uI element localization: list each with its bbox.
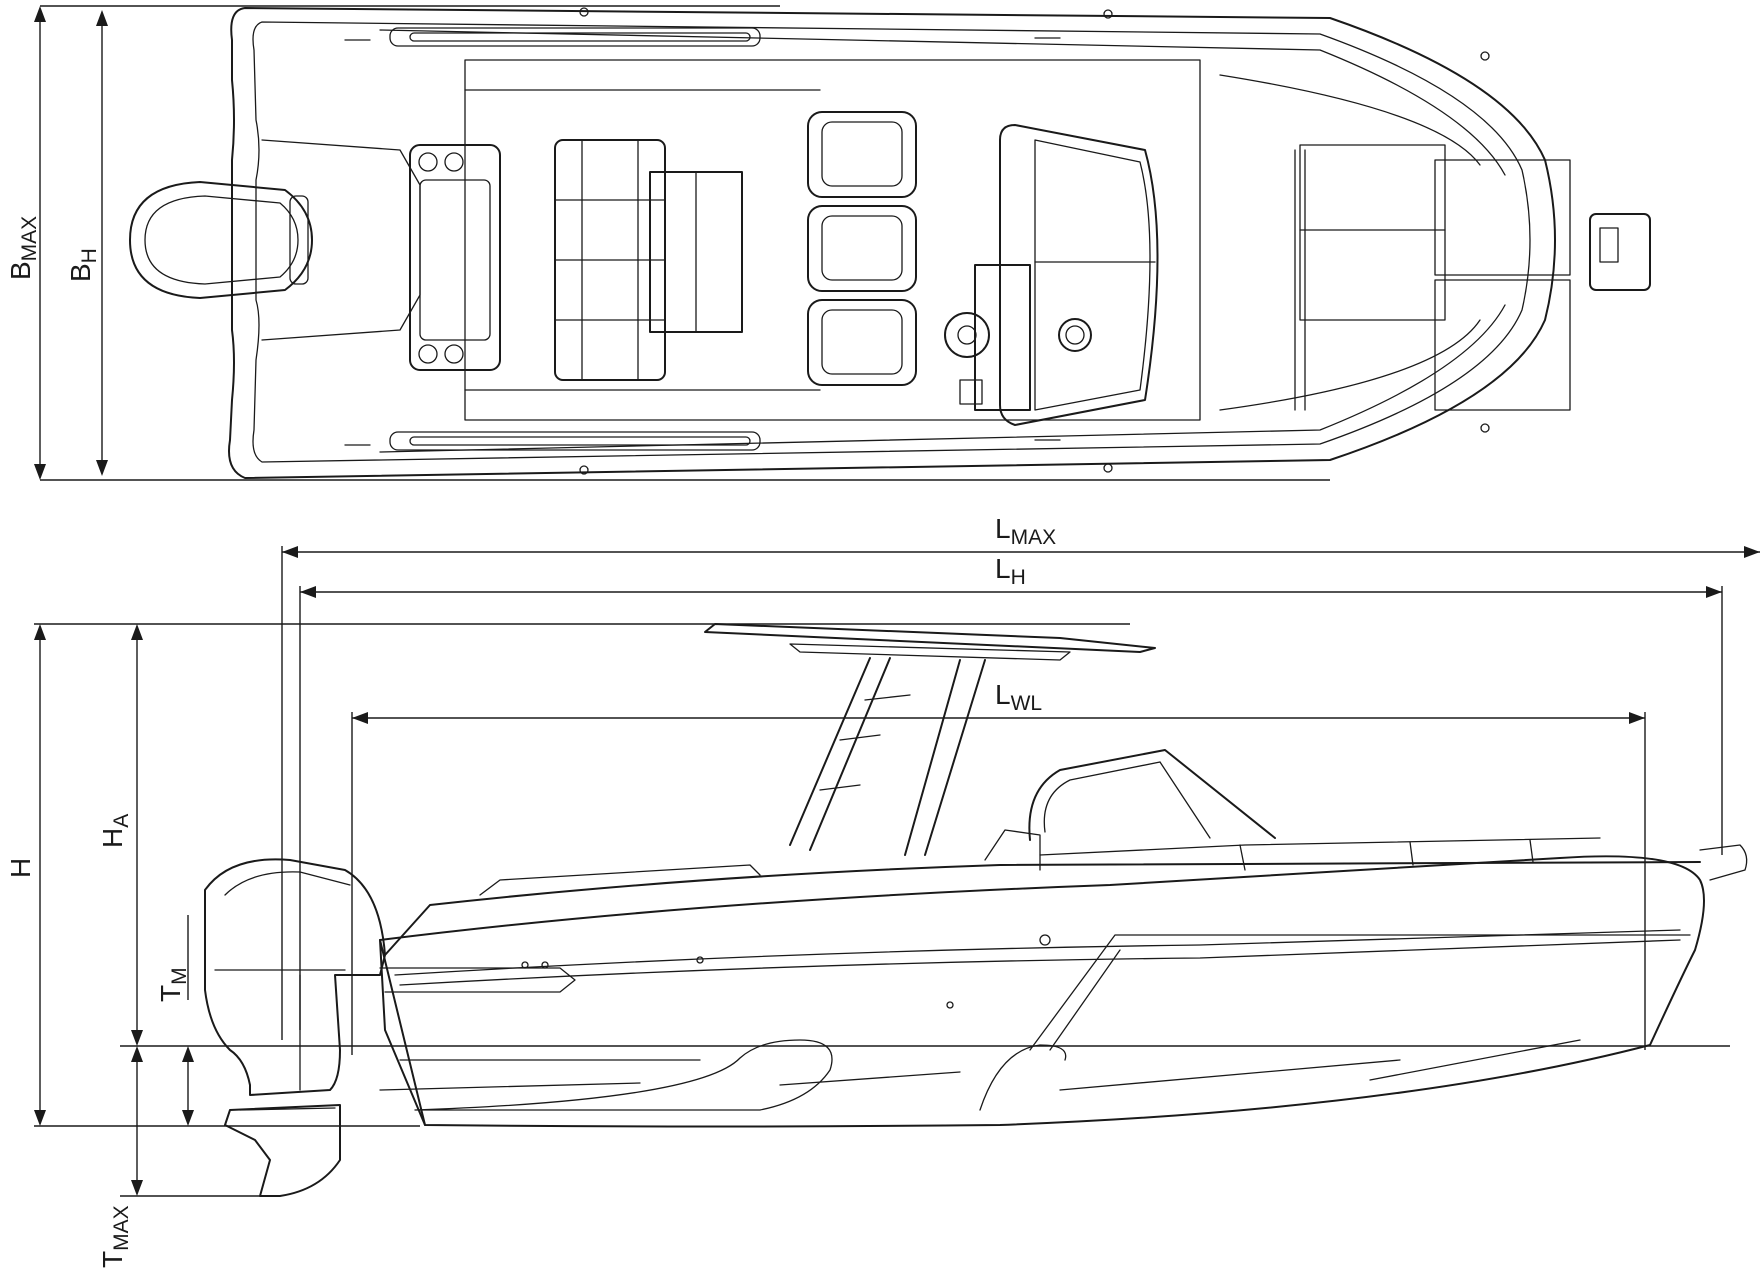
profile-railing-bow: [1039, 837, 1601, 856]
label-h-a: HA: [97, 814, 133, 848]
plan-cleats: [344, 7, 1490, 475]
label-l-wl: LWL: [995, 679, 1042, 715]
plan-view: [129, 7, 1651, 479]
profile-t-top-frame: [789, 657, 986, 856]
label-h: H: [5, 858, 36, 878]
plan-side-rail-top: [389, 27, 761, 47]
plan-aft-bench: [409, 144, 501, 371]
profile-hull: [379, 855, 1705, 1128]
dim-l-h: [299, 586, 1723, 1030]
dim-h-a: [120, 624, 1730, 1047]
plan-console: [974, 264, 1031, 411]
profile-helm: [984, 829, 1041, 871]
profile-sheer: [384, 861, 1701, 956]
profile-t-top: [704, 623, 1156, 653]
plan-outboard-engine: [129, 181, 313, 299]
plan-hull-outline: [228, 7, 1556, 479]
plan-hatch: [1058, 318, 1092, 352]
profile-railing-aft: [479, 864, 761, 896]
plan-gunwale-top: [379, 29, 1506, 176]
plan-hull-inner: [252, 21, 1531, 463]
profile-outboard-leg: [224, 1104, 341, 1197]
dim-t-max: [120, 1046, 280, 1197]
profile-strakes: [379, 1039, 1581, 1091]
dim-b-h: [96, 10, 108, 476]
plan-anchor-locker: [1589, 213, 1651, 291]
plan-helm-seats: [807, 111, 917, 386]
label-t-max: TMAX: [97, 1205, 133, 1268]
dim-l-max: [281, 546, 1760, 1040]
label-t-m: TM: [155, 967, 191, 1002]
profile-view: [204, 623, 1748, 1197]
dim-b-max: [34, 5, 1330, 481]
plan-side-rail-bottom: [389, 431, 761, 451]
plan-stern-platform: [261, 139, 421, 341]
label-b-h: BH: [65, 248, 101, 282]
plan-cockpit: [464, 59, 1201, 421]
profile-bow-roller: [1699, 844, 1748, 881]
label-l-max: LMAX: [995, 513, 1056, 549]
profile-hull-panel: [1029, 934, 1691, 1051]
label-l-h: LH: [995, 553, 1026, 589]
plan-steering-wheel: [944, 312, 990, 358]
dim-t-m: [182, 915, 194, 1126]
profile-windshield: [1028, 749, 1276, 841]
plan-bow-seating: [1294, 144, 1571, 411]
plan-bow-rail: [1219, 74, 1481, 411]
label-b-max: BMAX: [5, 216, 41, 280]
plan-rear-seat-row: [554, 139, 666, 381]
plan-windshield: [999, 124, 1159, 426]
plan-gunwale-bottom: [379, 304, 1506, 453]
profile-outboard: [204, 858, 386, 1096]
dim-l-wl: [351, 712, 1646, 1055]
